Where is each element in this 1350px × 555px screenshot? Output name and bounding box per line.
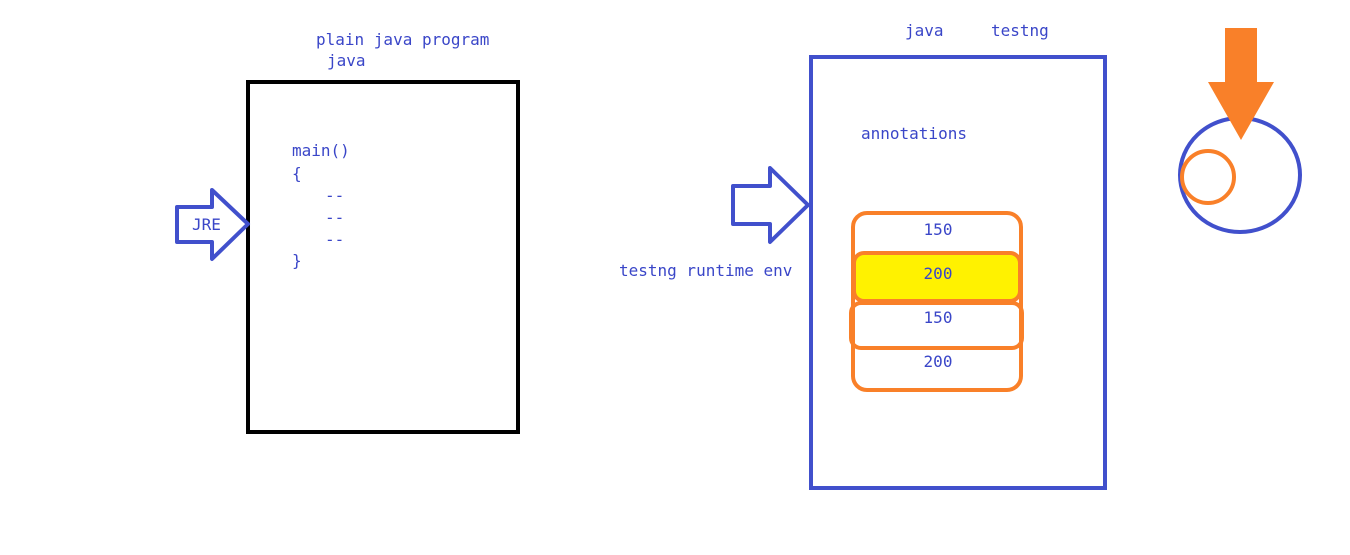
jre-arrow-icon (175, 188, 250, 261)
stack-value-1: 150 (924, 220, 953, 239)
code-dash-3: -- (325, 230, 344, 249)
testng-runtime-box (809, 55, 1107, 490)
inner-circle-icon (1180, 149, 1236, 205)
open-brace-label: { (292, 164, 302, 183)
jre-label: JRE (192, 215, 221, 234)
stack-value-3: 150 (924, 308, 953, 327)
close-brace-label: } (292, 251, 302, 270)
testng-label: testng (991, 21, 1049, 40)
java-right-label: java (905, 21, 944, 40)
priority-block-outlined (849, 301, 1024, 350)
down-arrow-icon (1208, 28, 1274, 140)
annotations-label: annotations (861, 124, 967, 143)
java-left-label: java (327, 51, 366, 70)
stack-value-4: 200 (924, 352, 953, 371)
testng-runtime-env-label: testng runtime env (619, 261, 792, 280)
code-dash-1: -- (325, 186, 344, 205)
priority-stack-outline (851, 211, 1023, 392)
plain-java-program-box (246, 80, 520, 434)
stack-value-2: 200 (924, 264, 953, 283)
testng-runtime-arrow-icon (731, 166, 810, 244)
main-method-label: main() (292, 141, 350, 160)
plain-java-program-label: plain java program (316, 30, 489, 49)
code-dash-2: -- (325, 208, 344, 227)
